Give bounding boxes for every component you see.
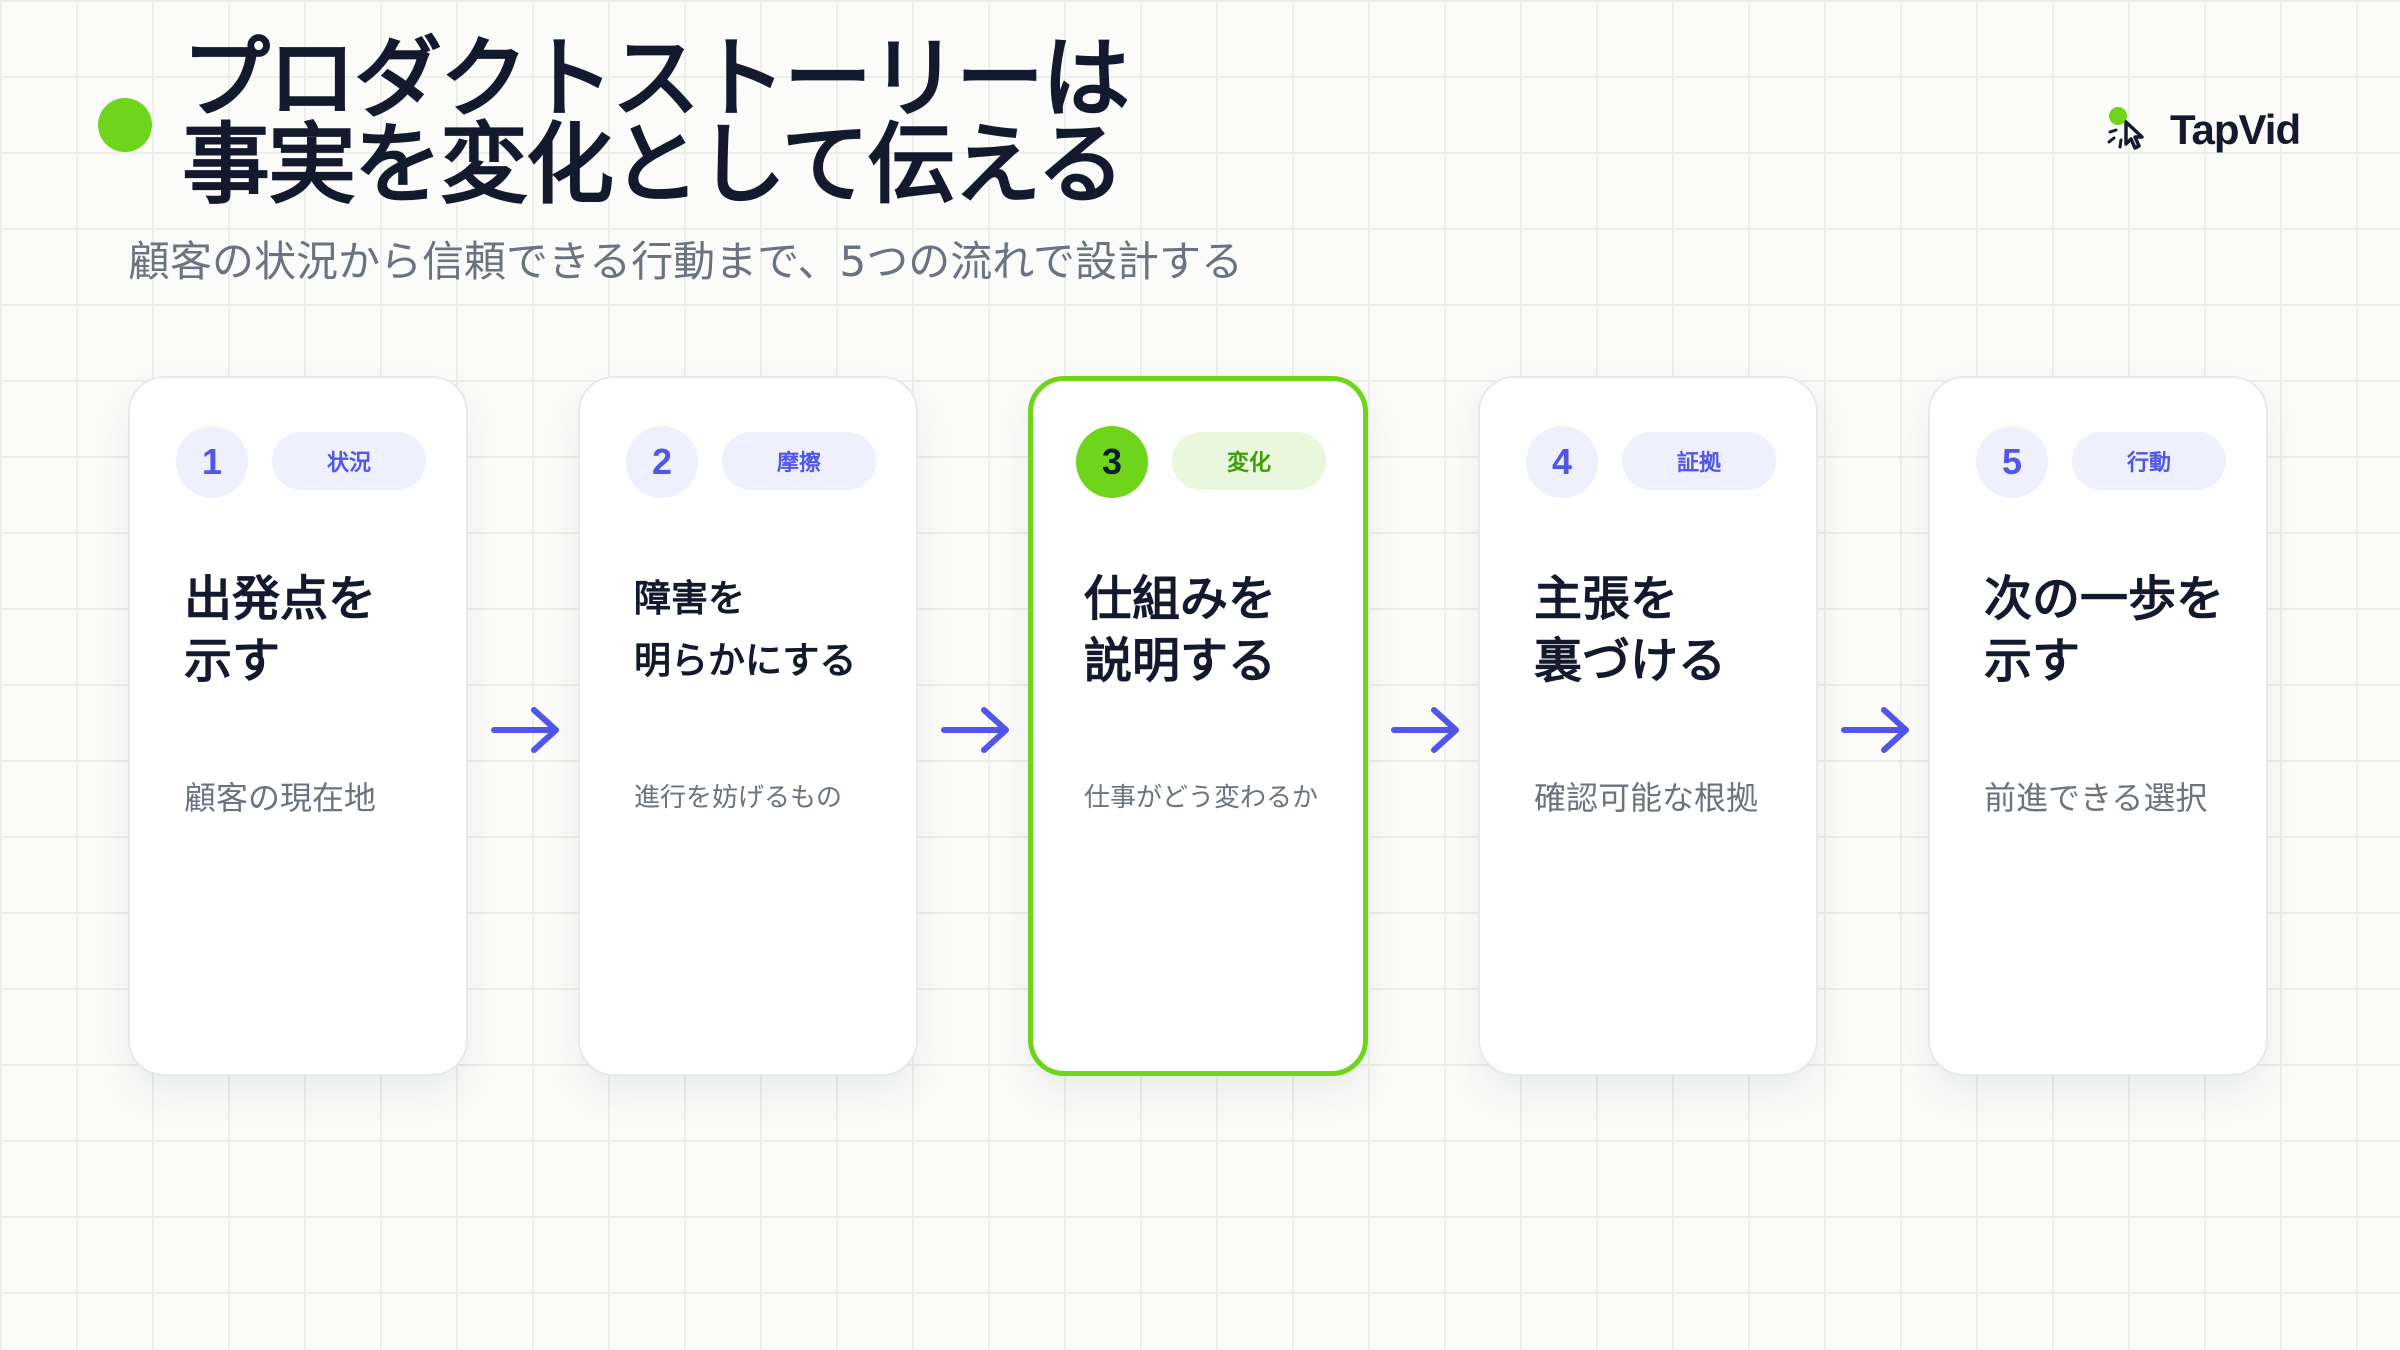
page-title-line-1: プロダクトストーリーは [182, 27, 1130, 130]
arrow-right-icon [1841, 707, 1909, 753]
arrow-right-icon [941, 707, 1009, 753]
step-title: 出発点を示す [184, 571, 377, 689]
step-tag: 変化 [1172, 432, 1326, 490]
step-tag: 証拠 [1622, 432, 1776, 490]
step-number: 1 [176, 426, 248, 498]
arrow-right-icon [1391, 707, 1459, 753]
step-title: 主張を裏づける [1534, 571, 1727, 689]
step-tag: 行動 [2072, 432, 2226, 490]
tap-hand-icon [2107, 107, 2144, 150]
step-tag: 状況 [272, 432, 426, 490]
step-card-4: 4 証拠 主張を裏づける 確認可能な根拠 [1478, 376, 1818, 1076]
step-card-5: 5 行動 次の一歩を示す 前進できる選択 [1928, 376, 2268, 1076]
step-description: 確認可能な根拠 [1534, 779, 1759, 817]
page-title: プロダクトストーリーは 事実を変化として伝える [182, 27, 1130, 216]
step-number: 4 [1526, 426, 1598, 498]
step-description: 仕事がどう変わるか [1084, 783, 1319, 813]
step-description: 進行を妨げるもの [634, 783, 843, 813]
step-title: 次の一歩を示す [1984, 571, 2225, 689]
page-title-line-2: 事実を変化として伝える [182, 113, 1125, 216]
logo-text: TapVid [2170, 106, 2301, 153]
step-title: 障害を明らかにする [634, 577, 857, 682]
step-card-1: 1 状況 出発点を示す 顧客の現在地 [128, 376, 468, 1076]
step-card-3: 3 変化 仕組みを説明する 仕事がどう変わるか [1028, 376, 1368, 1076]
tapvid-logo: TapVid [2104, 100, 2301, 160]
step-description: 顧客の現在地 [184, 779, 377, 817]
step-card-2: 2 摩擦 障害を明らかにする 進行を妨げるもの [578, 376, 918, 1076]
arrow-right-icon [491, 707, 559, 753]
step-description: 前進できる選択 [1984, 779, 2208, 817]
title-bullet-dot [98, 98, 152, 152]
step-number: 5 [1976, 426, 2048, 498]
page-subtitle: 顧客の状況から信頼できる行動まで、5つの流れで設計する [128, 237, 1243, 286]
step-number: 3 [1076, 426, 1148, 498]
step-tag: 摩擦 [722, 432, 876, 490]
step-title: 仕組みを説明する [1084, 571, 1277, 689]
step-number: 2 [626, 426, 698, 498]
